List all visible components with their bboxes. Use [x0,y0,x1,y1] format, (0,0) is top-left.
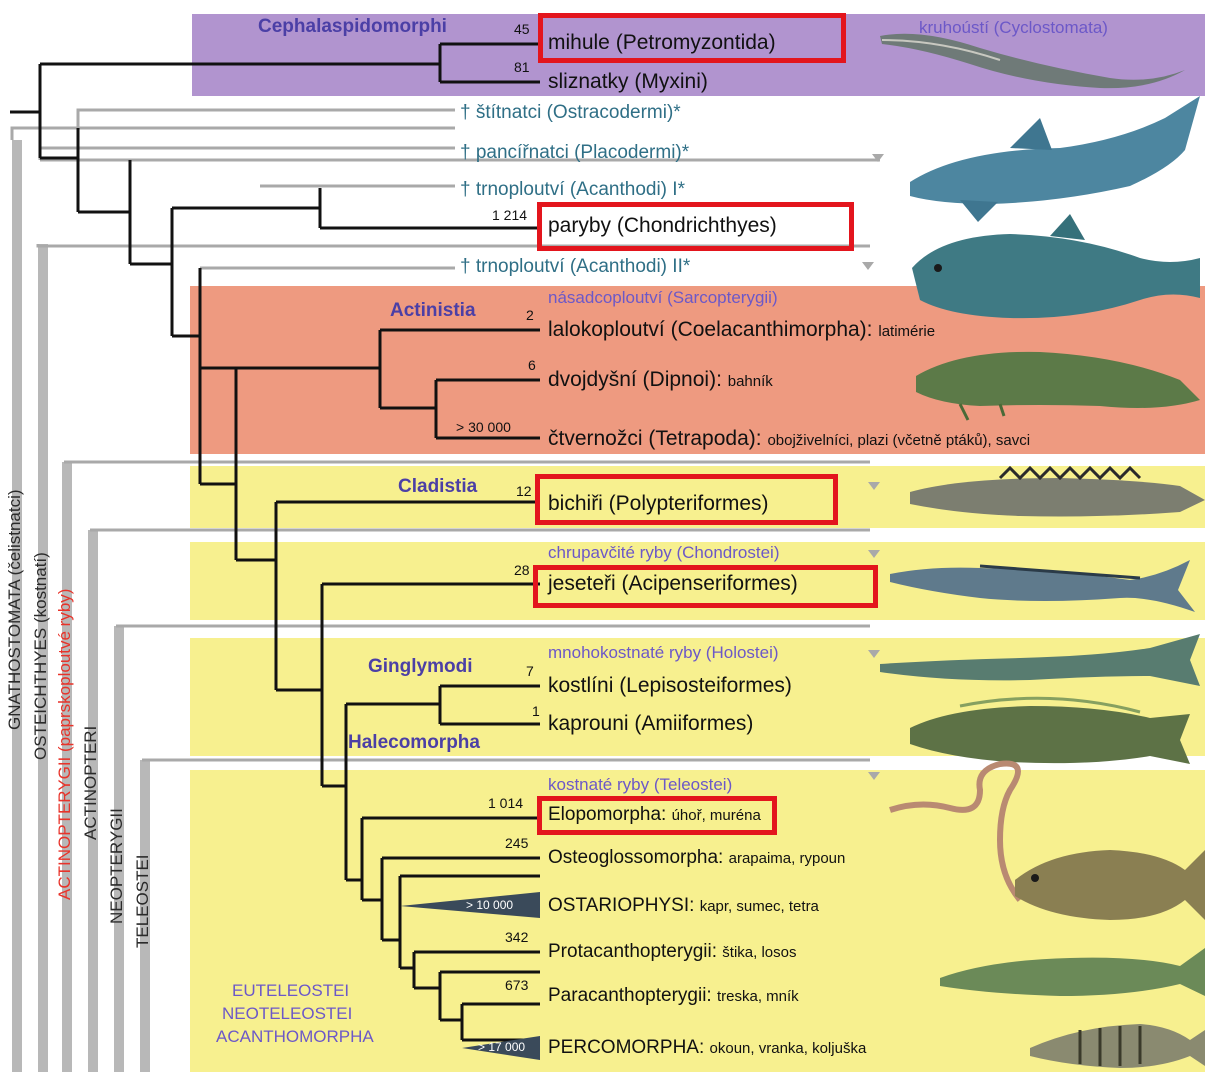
actinopterygii-label: ACTINOPTERYGII (paprskoploutvé ryby) [56,589,73,900]
count-sliznatky: 81 [514,60,530,74]
highlight-bichiri [535,474,838,525]
count-jeseteri: 28 [514,563,530,577]
taxon-ostracodermi: † štítnatci (Ostracodermi)* [460,103,681,122]
taxon-paracanthopterygii-name: Paracanthopterygii: [548,985,712,1006]
count-paryby: 1 214 [492,208,527,222]
taxon-percomorpha-name: PERCOMORPHA: [548,1037,704,1058]
count-bichiri: 12 [516,484,532,498]
taxon-kostlini: kostlíni (Lepisosteiformes) [548,675,792,696]
teleostei-label: TELEOSTEI [134,854,151,948]
taxon-percomorpha-note: okoun, vranka, koljuška [710,1040,867,1057]
bichir-icon [910,468,1205,517]
taxon-lalokoploutvi-name: lalokoploutví (Coelacanthimorpha): [548,318,873,341]
sarcopterygii-label: násadcoploutví (Sarcopterygii) [548,289,778,306]
coelacanth-icon [912,214,1200,318]
count-mihule: 45 [514,22,530,36]
perch-icon [1030,1024,1205,1068]
taxon-placodermi: † pancířnatci (Placodermi)* [460,143,689,162]
count-paracanthopterygii: 673 [505,978,528,992]
ginglymodi-label: Ginglymodi [368,657,473,676]
taxon-kaprouni: kaprouni (Amiiformes) [548,713,753,734]
shark-icon [910,96,1200,222]
actinistia-label: Actinistia [390,301,476,320]
bowfin-icon [910,698,1190,764]
count-kaprouni: 1 [532,704,540,718]
taxon-ostariophysi-note: kapr, sumec, tetra [700,898,819,915]
taxon-ostariophysi: OSTARIOPHYSI: kapr, sumec, tetra [548,896,819,915]
taxon-dvojdysni: dvojdyšní (Dipnoi): bahník [548,369,773,390]
neopterygii-label: NEOPTERYGII [108,808,125,924]
highlight-paryby [537,202,854,251]
count-elopomorpha: 1 014 [488,796,523,810]
taxon-lalokoploutvi: lalokoploutví (Coelacanthimorpha): latim… [548,319,935,340]
cladistia-label: Cladistia [398,477,477,496]
pike-icon [940,948,1205,996]
gnathostomata-label: GNATHOSTOMATA (čelistnatci) [6,489,23,730]
count-protacanthopterygii: 342 [505,930,528,944]
carp-icon [1015,850,1205,920]
highlight-mihule [538,13,846,63]
taxon-dvojdysni-note: bahník [728,373,773,390]
holostei-label: mnohokostnaté ryby (Holostei) [548,644,779,661]
acanthomorpha-label: ACANTHOMORPHA [216,1028,374,1045]
taxon-osteoglossomorpha-note: arapaima, rypoun [729,850,846,867]
count-percomorpha: > 17 000 [478,1041,525,1053]
count-ctvernozci: > 30 000 [456,420,511,434]
gar-icon [880,634,1200,686]
taxon-osteoglossomorpha: Osteoglossomorpha: arapaima, rypoun [548,848,845,867]
count-osteoglossomorpha: 245 [505,836,528,850]
highlight-jeseteri [533,565,878,608]
lamprey-icon [880,34,1185,88]
neoteleostei-label: NEOTELEOSTEI [222,1005,352,1022]
taxon-osteoglossomorpha-name: Osteoglossomorpha: [548,847,723,868]
actinopteri-label: ACTINOPTERI [82,726,99,840]
cyclostomata-label: kruhoústí (Cyclostomata) [919,19,1108,36]
chondrostei-label: chrupavčité ryby (Chondrostei) [548,544,779,561]
taxon-sliznatky: sliznatky (Myxini) [548,71,708,92]
taxon-paracanthopterygii: Paracanthopterygii: treska, mník [548,986,799,1005]
eel-icon [890,764,1020,900]
count-kostlini: 7 [526,664,534,678]
highlight-elopomorpha [537,796,777,835]
taxon-ctvernozci-name: čtvernožci (Tetrapoda): [548,427,762,450]
taxon-dvojdysni-name: dvojdyšní (Dipnoi): [548,368,722,391]
taxon-lalokoploutvi-note: latimérie [878,323,935,340]
euteleostei-label: EUTELEOSTEI [232,982,349,999]
count-ostariophysi: > 10 000 [466,899,513,911]
halecomorpha-label: Halecomorpha [348,733,480,752]
count-lalokoploutvi: 2 [526,308,534,322]
taxon-ctvernozci: čtvernožci (Tetrapoda): obojživelníci, p… [548,428,1030,449]
taxon-acanthodi-2: † trnoploutví (Acanthodi) II* [460,257,690,276]
taxon-protacanthopterygii-name: Protacanthopterygii: [548,941,717,962]
osteichthyes-label: OSTEICHTHYES (kostnatí) [32,552,49,760]
taxon-protacanthopterygii-note: štika, losos [722,944,796,961]
cephalaspidomorphi-label: Cephalaspidomorphi [258,17,447,36]
taxon-paracanthopterygii-note: treska, mník [717,988,799,1005]
taxon-ctvernozci-note: obojživelníci, plazi (včetně ptáků), sav… [767,432,1030,449]
teleostei-group-label: kostnaté ryby (Teleostei) [548,776,732,793]
taxon-protacanthopterygii: Protacanthopterygii: štika, losos [548,942,796,961]
count-dvojdysni: 6 [528,358,536,372]
sturgeon-icon [890,560,1195,612]
lungfish-icon [916,352,1200,420]
taxon-acanthodi-1: † trnoploutví (Acanthodi) I* [460,180,685,199]
taxon-ostariophysi-name: OSTARIOPHYSI: [548,895,694,916]
taxon-percomorpha: PERCOMORPHA: okoun, vranka, koljuška [548,1038,866,1057]
